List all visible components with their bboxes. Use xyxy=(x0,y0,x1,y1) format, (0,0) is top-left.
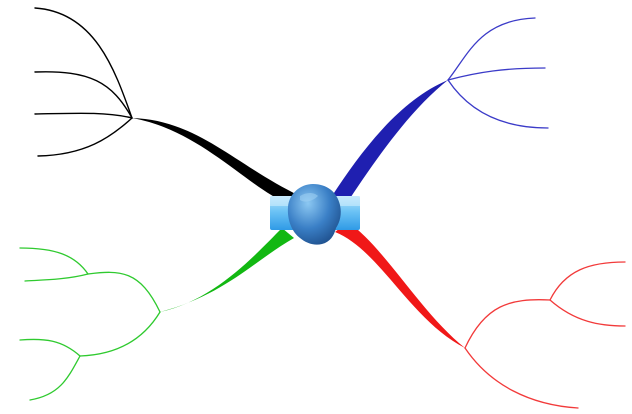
sub-branch-bottom-right-4 xyxy=(549,299,626,327)
center-node xyxy=(270,184,360,245)
sub-branch-bottom-right-2 xyxy=(464,347,579,409)
branch-bottom-left xyxy=(19,228,294,401)
branch-top-left xyxy=(34,7,300,204)
sub-branch-top-right-1 xyxy=(447,17,536,81)
main-branch-bottom-left xyxy=(160,228,294,312)
sub-branch-top-left-4 xyxy=(37,117,133,157)
sub-branch-bottom-left-2 xyxy=(79,311,161,357)
main-branch-top-right xyxy=(332,80,448,206)
sub-branch-top-left-1 xyxy=(34,7,133,119)
branch-bottom-right xyxy=(335,222,626,409)
sub-branch-bottom-right-1 xyxy=(464,299,551,349)
sub-branch-top-left-3 xyxy=(34,112,133,119)
sub-branch-top-right-2 xyxy=(447,67,546,81)
sub-branch-bottom-left-5 xyxy=(19,338,81,357)
sub-branch-bottom-left-6 xyxy=(29,355,81,401)
sub-branch-top-left-2 xyxy=(34,71,133,119)
sub-branch-bottom-left-1 xyxy=(87,271,161,313)
globe-icon xyxy=(287,184,341,245)
branch-top-right xyxy=(332,17,549,206)
main-branch-top-left xyxy=(132,118,300,204)
sub-branch-bottom-left-3 xyxy=(19,247,89,275)
sub-branch-bottom-left-4 xyxy=(24,273,89,282)
main-branch-bottom-right xyxy=(335,222,465,348)
sub-branch-top-right-3 xyxy=(447,79,549,129)
sub-branch-bottom-right-3 xyxy=(549,261,626,301)
